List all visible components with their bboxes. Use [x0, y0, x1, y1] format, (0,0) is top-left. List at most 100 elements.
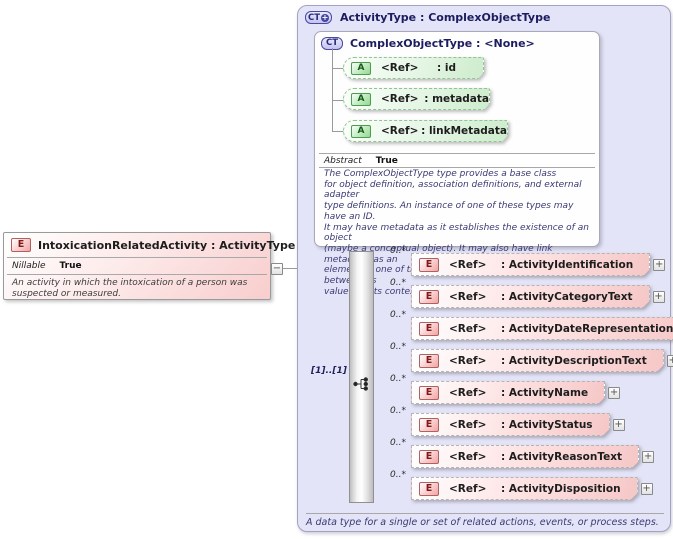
occurrence-label: 0..* [390, 278, 406, 288]
base-type-box-complex-object-type: CT ComplexObjectType : <None> A <Ref> : … [314, 31, 600, 297]
element-ref: <Ref> [449, 482, 487, 495]
occurrence-label: 0..* [390, 406, 406, 416]
element-description: An activity in which the intoxication of… [12, 278, 248, 299]
element-shadow-wrap: E <Ref> : ActivityDateRepresentation [411, 317, 673, 340]
element-name: : ActivityDisposition [501, 482, 621, 495]
element-name: : ActivityCategoryText [501, 290, 633, 303]
abstract-row: Abstract True [324, 156, 398, 166]
element-icon: E [419, 450, 439, 464]
occurrence-label: 0..* [390, 374, 406, 384]
expand-toggle[interactable]: + [666, 354, 673, 367]
element-shadow-wrap: E <Ref> : ActivityIdentification [411, 253, 650, 276]
occurrence-label: 0..* [390, 246, 406, 256]
element-box-activity-status[interactable]: E <Ref> : ActivityStatus [411, 413, 610, 436]
sequence-bar [349, 251, 374, 503]
complex-type-title: ActivityType : ComplexObjectType [340, 11, 551, 24]
occurrence-label: 0..* [390, 342, 406, 352]
element-row: E <Ref> : ActivityDescriptionText + [411, 349, 673, 372]
connector-line [332, 48, 333, 132]
element-box-activity-category-text[interactable]: E <Ref> : ActivityCategoryText [411, 285, 650, 308]
element-row: E <Ref> : ActivityName + [411, 381, 621, 404]
element-shadow-wrap: E <Ref> : ActivityReasonText [411, 445, 639, 468]
element-title: IntoxicationRelatedActivity : ActivityTy… [38, 238, 296, 252]
nillable-value: True [59, 261, 82, 271]
element-name: : ActivityDescriptionText [501, 354, 647, 367]
element-ref: <Ref> [449, 258, 487, 271]
element-icon: E [419, 482, 439, 496]
attribute-icon: A [351, 125, 371, 138]
attribute-row: A <Ref> : linkMetadata [343, 120, 508, 142]
expand-toggle[interactable]: + [652, 290, 665, 303]
element-name: : ActivityReasonText [501, 450, 623, 463]
divider [319, 167, 595, 168]
element-row: E <Ref> : ActivityIdentification + [411, 253, 666, 276]
element-ref: <Ref> [449, 322, 487, 335]
occurrence-label: 0..* [390, 310, 406, 320]
element-box-activity-identification[interactable]: E <Ref> : ActivityIdentification [411, 253, 650, 276]
expand-toggle[interactable]: + [640, 482, 653, 495]
element-ref: <Ref> [449, 354, 487, 367]
nillable-label: Nillable [12, 261, 46, 271]
ct-letters: CT [307, 12, 321, 23]
plus-badge-icon: + [321, 12, 330, 22]
attribute-row: A <Ref> : metadata [343, 88, 490, 110]
connector-line [332, 100, 343, 101]
base-type-title: ComplexObjectType : <None> [350, 37, 535, 50]
divider [306, 513, 664, 514]
attribute-ref: <Ref> [381, 125, 419, 137]
abstract-label: Abstract [324, 156, 362, 166]
element-row: E <Ref> : ActivityDisposition + [411, 477, 653, 500]
element-icon: E [419, 418, 439, 432]
attribute-ref: <Ref> [381, 93, 419, 105]
element-box-activity-description-text[interactable]: E <Ref> : ActivityDescriptionText [411, 349, 664, 372]
element-name: : ActivityDateRepresentation [501, 322, 673, 335]
element-box-activity-name[interactable]: E <Ref> : ActivityName [411, 381, 605, 404]
expand-toggle[interactable]: + [653, 258, 666, 271]
divider [319, 153, 595, 154]
element-box-activity-disposition[interactable]: E <Ref> : ActivityDisposition [411, 477, 638, 500]
element-ref: <Ref> [449, 418, 487, 431]
element-ref: <Ref> [449, 290, 487, 303]
element-name: : ActivityIdentification [501, 258, 634, 271]
nillable-row: Nillable True [12, 261, 82, 271]
element-icon: E [419, 290, 439, 304]
element-box-intoxication-related-activity[interactable]: E IntoxicationRelatedActivity : Activity… [3, 232, 295, 300]
element-name: : ActivityStatus [501, 418, 593, 431]
element-icon: E [11, 238, 31, 252]
element-shadow-wrap: E <Ref> : ActivityDescriptionText [411, 349, 664, 372]
element-shadow-wrap: E <Ref> : ActivityDisposition [411, 477, 638, 500]
attribute-box-id[interactable]: A <Ref> : id [343, 57, 484, 79]
sequence-cardinality: [1]..[1] [311, 366, 347, 376]
collapse-toggle[interactable]: − [271, 263, 283, 275]
attribute-icon: A [351, 62, 371, 75]
divider [7, 274, 267, 275]
element-icon: E [419, 258, 439, 272]
attribute-box-metadata[interactable]: A <Ref> : metadata [343, 88, 490, 110]
element-name: : ActivityName [501, 386, 589, 399]
attribute-ref: <Ref> [381, 62, 419, 74]
container-description: A data type for a single or set of relat… [306, 517, 659, 528]
element-row: E <Ref> : ActivityCategoryText + [411, 285, 665, 308]
attribute-name: : metadata [424, 93, 489, 105]
expand-toggle[interactable]: + [642, 450, 655, 463]
occurrence-label: 0..* [390, 470, 406, 480]
element-shadow-wrap: E <Ref> : ActivityStatus [411, 413, 610, 436]
element-row: E <Ref> : ActivityDateRepresentation + [411, 317, 673, 340]
expand-toggle[interactable]: + [608, 386, 621, 399]
element-header: E IntoxicationRelatedActivity : Activity… [11, 238, 295, 252]
element-row: E <Ref> : ActivityStatus + [411, 413, 625, 436]
element-icon: E [419, 386, 439, 400]
element-shadow-wrap: E <Ref> : ActivityName [411, 381, 605, 404]
element-box-activity-reason-text[interactable]: E <Ref> : ActivityReasonText [411, 445, 639, 468]
expand-toggle[interactable]: + [612, 418, 625, 431]
element-icon: E [419, 322, 439, 336]
complex-type-header: CT+ ActivityType : ComplexObjectType [305, 11, 550, 24]
attribute-box-link-metadata[interactable]: A <Ref> : linkMetadata [343, 120, 508, 142]
complex-type-derived-icon: CT+ [305, 11, 332, 24]
element-icon: E [419, 354, 439, 368]
element-shadow-wrap: E <Ref> : ActivityCategoryText [411, 285, 650, 308]
element-row: E <Ref> : ActivityReasonText + [411, 445, 655, 468]
connector-line [283, 268, 305, 269]
element-box-activity-date-representation[interactable]: E <Ref> : ActivityDateRepresentation [411, 317, 673, 340]
